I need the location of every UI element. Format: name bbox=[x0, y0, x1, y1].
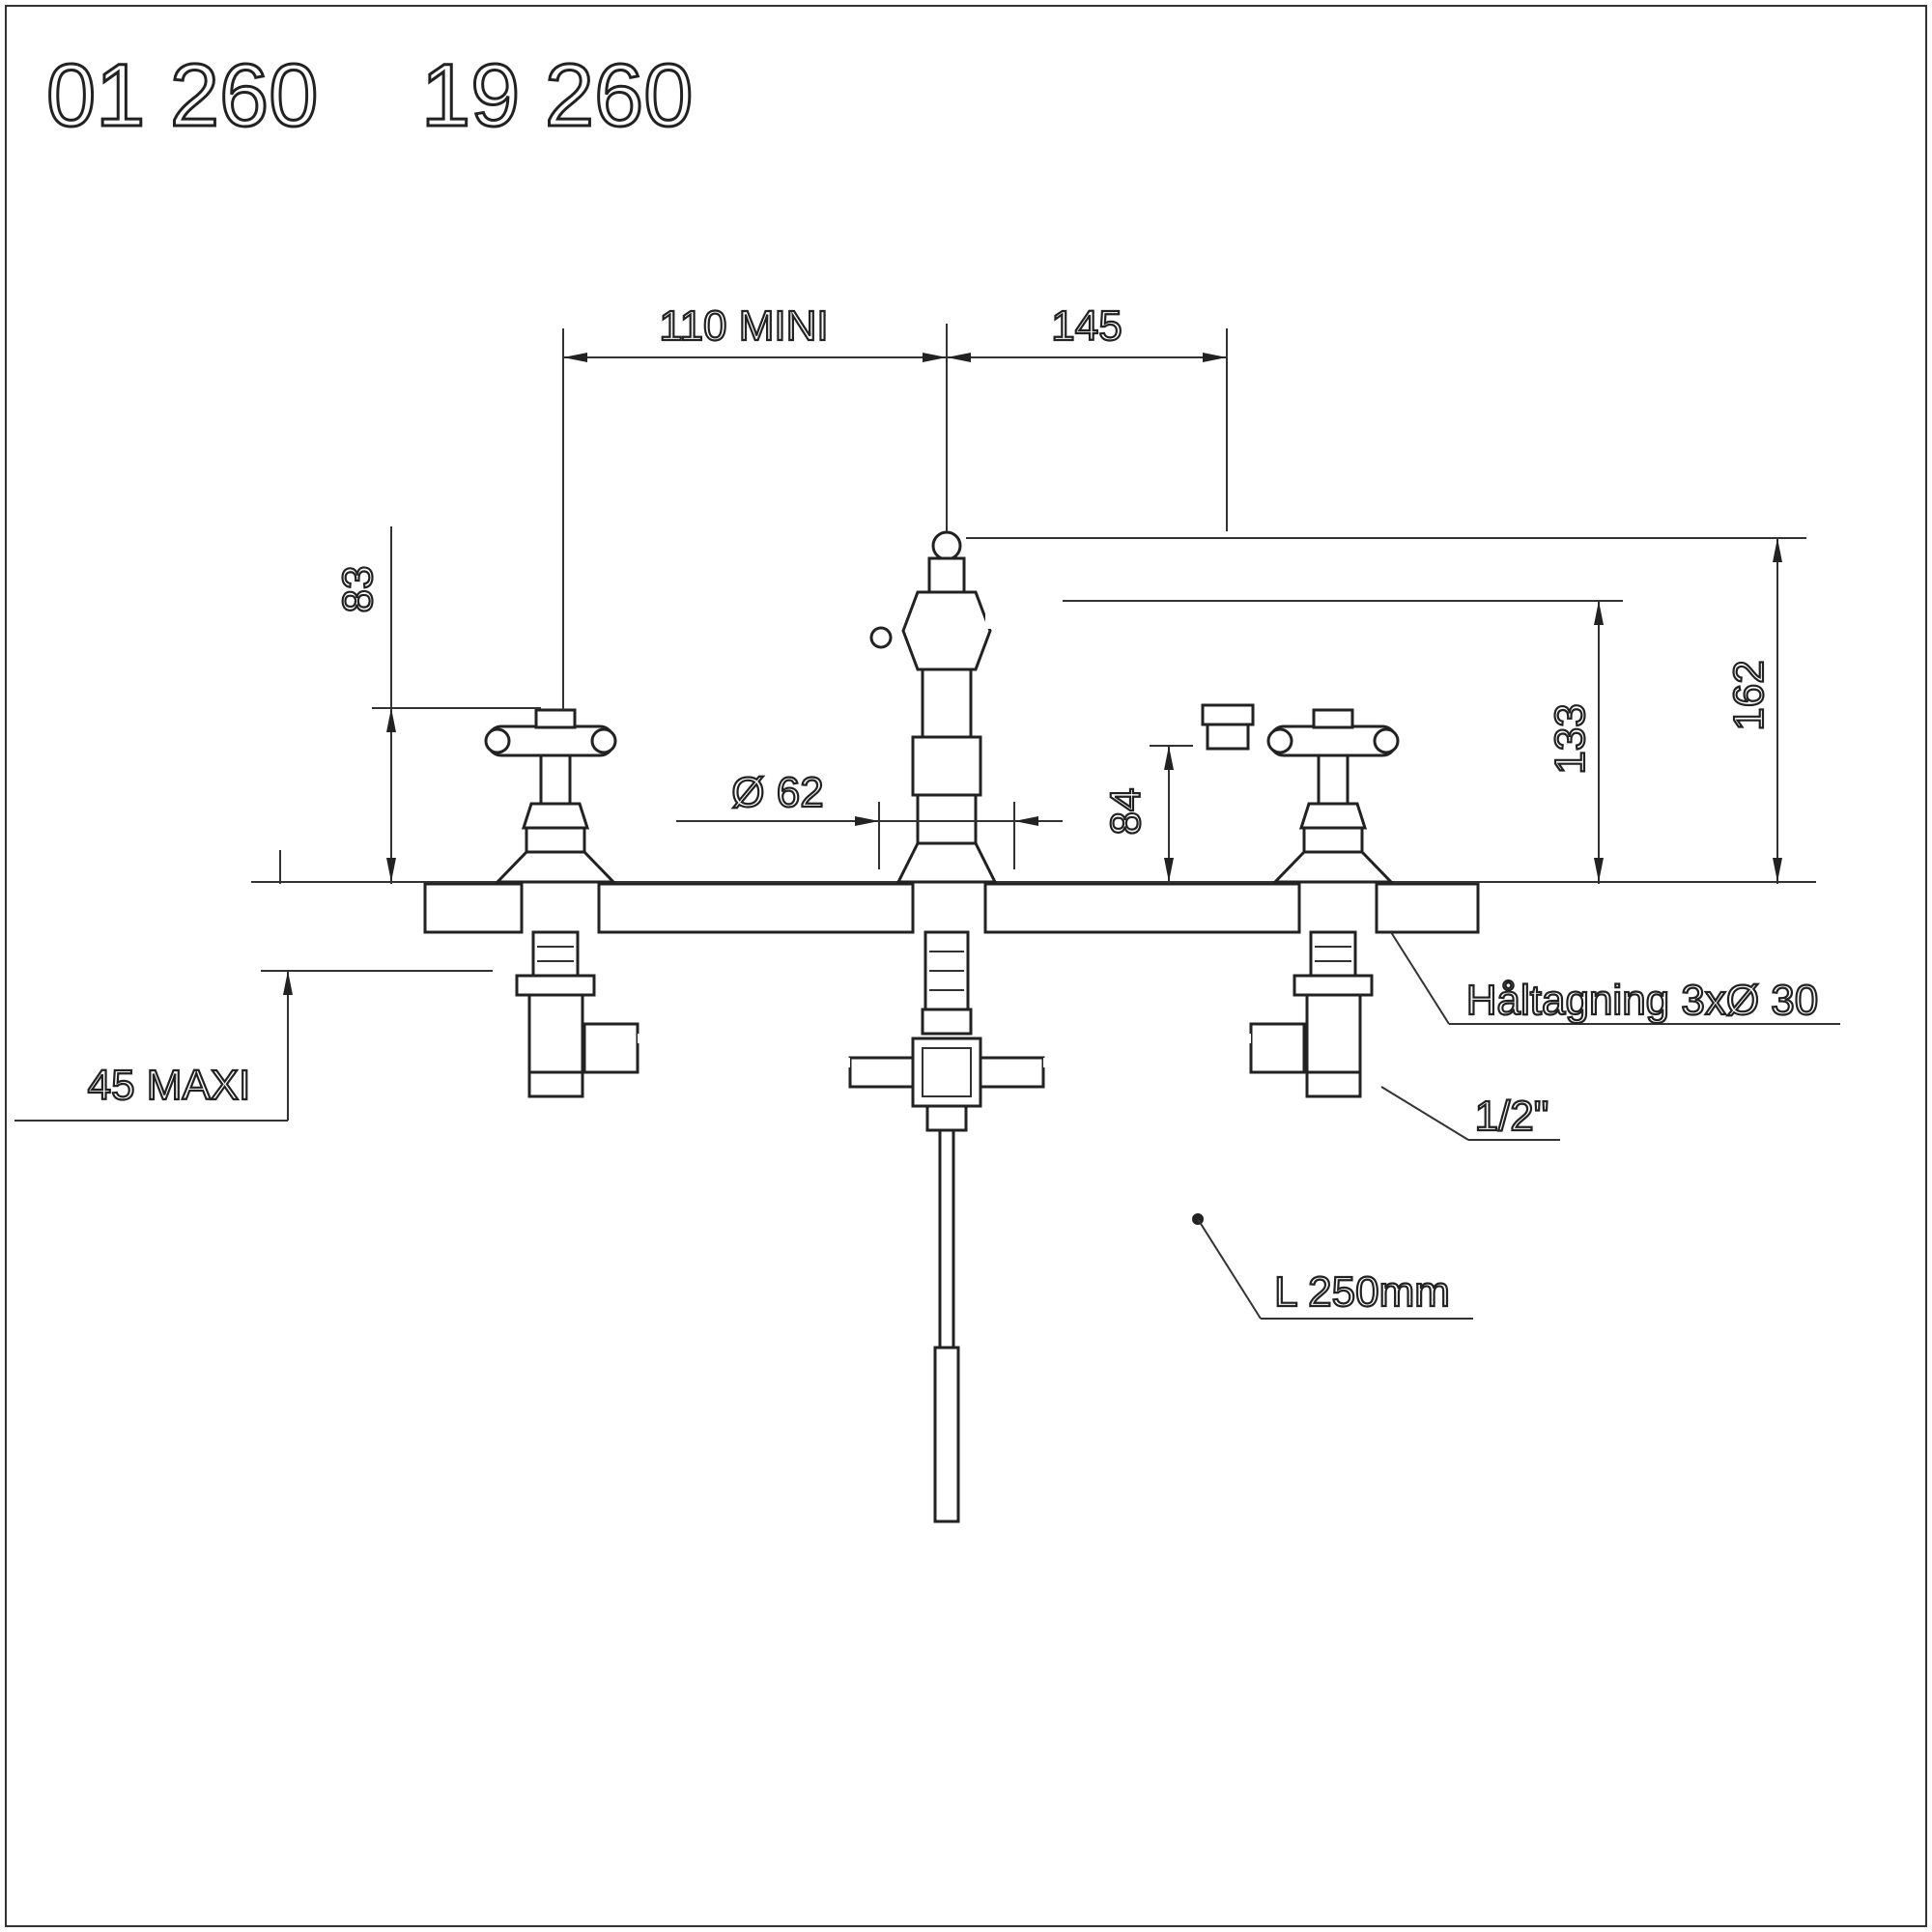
countertop-section bbox=[251, 881, 1816, 934]
center-spout bbox=[848, 530, 1255, 1523]
dim-145: 145 bbox=[1051, 302, 1122, 350]
model-code-1: 01 260 bbox=[46, 46, 318, 145]
dimension-top: 110 MINI 145 bbox=[562, 301, 1228, 710]
hole-spec-label: Håltagning 3xØ 30 bbox=[1466, 977, 1818, 1024]
connection-label: 1/2" bbox=[1475, 1093, 1549, 1140]
drawing-frame bbox=[5, 5, 1927, 1927]
annotation-connection: 1/2" bbox=[1380, 1086, 1560, 1141]
left-valve bbox=[484, 708, 639, 1098]
dimension-45-maxi: 45 MAXI bbox=[14, 970, 493, 1122]
dim-133: 133 bbox=[1547, 703, 1594, 774]
dimension-83: 83 bbox=[279, 526, 541, 884]
dim-45-maxi: 45 MAXI bbox=[88, 1062, 251, 1109]
flex-hoses bbox=[638, 1034, 1251, 1233]
annotation-hole-spec: Håltagning 3xØ 30 bbox=[1390, 931, 1840, 1025]
dimension-diameter-62: Ø 62 bbox=[676, 768, 1063, 869]
dim-162: 162 bbox=[1725, 660, 1773, 730]
hose-length-label: L 250mm bbox=[1274, 1268, 1450, 1316]
model-code-2: 19 260 bbox=[421, 46, 693, 145]
annotation-hose-length: L 250mm bbox=[1192, 1213, 1473, 1320]
dimension-133: 133 bbox=[1063, 600, 1623, 884]
dimension-162: 162 bbox=[966, 537, 1806, 884]
dim-84: 84 bbox=[1102, 788, 1150, 836]
dim-diameter-62: Ø 62 bbox=[731, 769, 823, 816]
right-valve bbox=[1249, 708, 1400, 1098]
dim-110-mini: 110 MINI bbox=[659, 302, 828, 350]
dimension-84: 84 bbox=[1101, 745, 1193, 884]
dim-83: 83 bbox=[334, 566, 382, 613]
